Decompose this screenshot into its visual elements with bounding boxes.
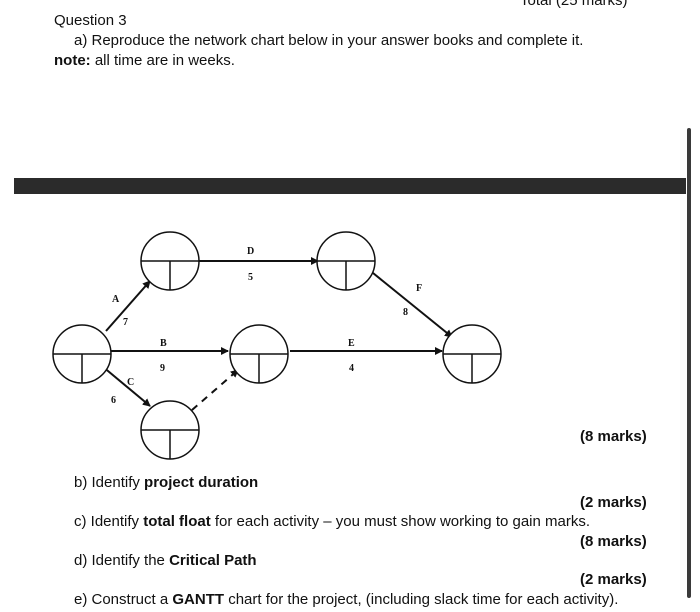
marks-part-a: (8 marks): [580, 428, 647, 445]
activity-a-duration: 7: [123, 317, 128, 328]
activity-b-label: B: [160, 338, 167, 349]
q-c-suffix: for each activity – you must show workin…: [210, 513, 591, 530]
question-part-a: a) Reproduce the network chart below in …: [74, 32, 584, 49]
event-node-5: [442, 324, 502, 384]
activity-e-label: E: [348, 338, 355, 349]
question-part-e: e) Construct a GANTT chart for the proje…: [74, 591, 618, 608]
dummy-activity-arrow: [191, 369, 239, 411]
scrollbar[interactable]: [687, 128, 691, 598]
question-part-b: b) Identify project duration: [74, 474, 258, 491]
event-node-1: [52, 324, 112, 384]
activity-f-label: F: [416, 283, 422, 294]
activity-e-duration: 4: [349, 363, 354, 374]
activity-c-label: C: [127, 377, 134, 388]
marks-part-b: (2 marks): [580, 494, 647, 511]
note-label: note:: [54, 52, 91, 69]
q-e-prefix: e) Construct a: [74, 591, 173, 608]
activity-c-arrow: [101, 365, 151, 407]
event-node-3: [316, 231, 376, 291]
question-title: Question 3: [54, 12, 127, 29]
activity-b-duration: 9: [160, 363, 165, 374]
q-d-prefix: d) Identify the: [74, 552, 170, 569]
q-c-bold: total float: [143, 513, 211, 530]
activity-d-duration: 5: [248, 272, 253, 283]
note-text: all time are in weeks.: [90, 52, 235, 69]
note-line: note: all time are in weeks.: [54, 52, 235, 69]
q-c-prefix: c) Identify: [74, 513, 144, 530]
page-divider-band: [14, 178, 686, 194]
question-part-d: d) Identify the Critical Path: [74, 552, 257, 569]
q-d-bold: Critical Path: [169, 552, 257, 569]
q-e-bold: GANTT: [172, 591, 225, 608]
q-b-bold: project duration: [144, 474, 259, 491]
event-node-2: [140, 231, 200, 291]
activity-a-arrow: [105, 280, 151, 332]
activity-f-arrow: [372, 272, 453, 338]
question-part-c: c) Identify total float for each activit…: [74, 513, 590, 530]
event-node-4: [229, 324, 289, 384]
activity-f-duration: 8: [403, 307, 408, 318]
activity-c-duration: 6: [111, 395, 116, 406]
activity-d-label: D: [247, 246, 254, 257]
marks-part-c: (8 marks): [580, 533, 647, 550]
total-marks: Total (25 marks): [520, 0, 628, 9]
activity-a-label: A: [112, 294, 120, 305]
event-node-6: [140, 400, 200, 460]
q-e-suffix: chart for the project, (including slack …: [224, 591, 619, 608]
q-b-prefix: b) Identify: [74, 474, 145, 491]
marks-part-d: (2 marks): [580, 571, 647, 588]
